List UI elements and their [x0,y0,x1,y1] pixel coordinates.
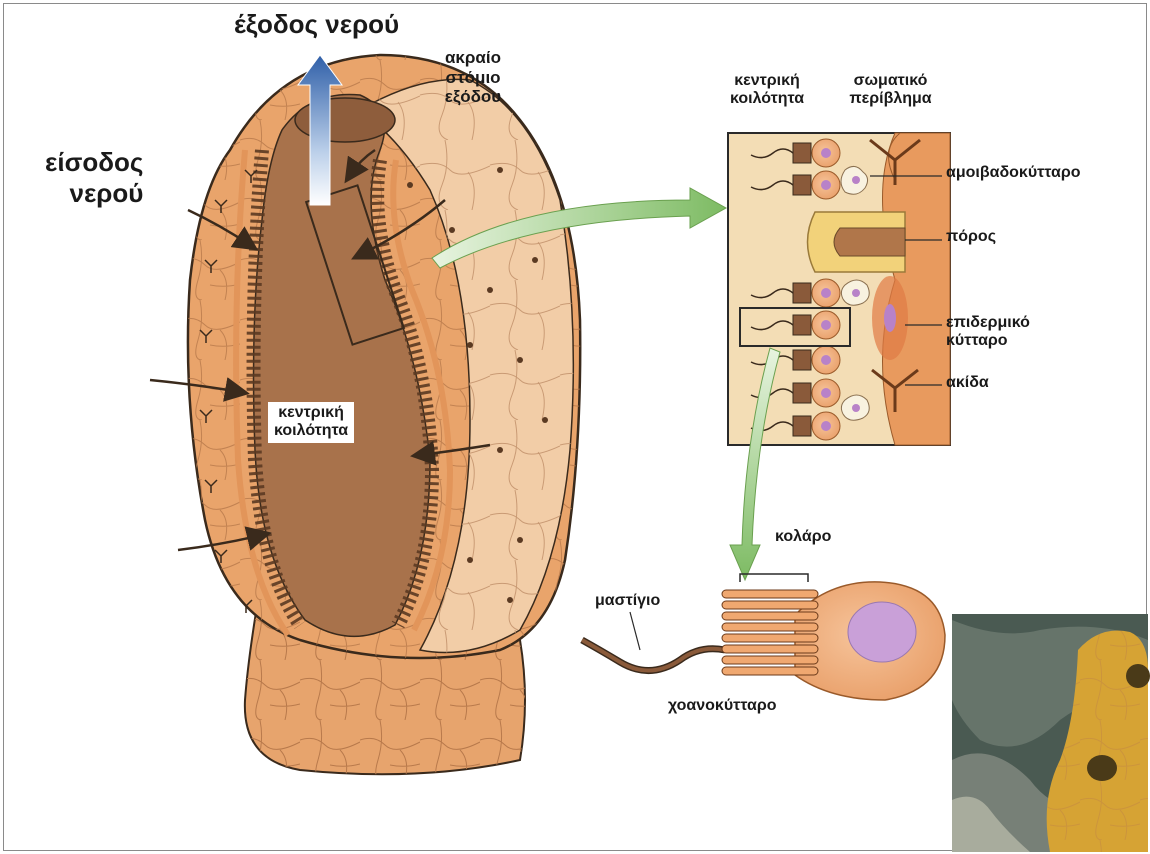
label-water-in: είσοδος νερού [45,147,143,209]
sponge-body [150,55,580,774]
detail-choanocytes [793,139,840,440]
label-collar: κολάρο [775,528,831,546]
label-central-cavity-detail: κεντρική κοιλότητα [712,72,822,109]
label-osculum: ακραίο στόμιο εξόδου [418,48,528,107]
label-spicule: ακίδα [946,374,989,392]
label-amoebocyte: αμοιβαδοκύτταρο [946,164,1081,182]
label-pore: πόρος [946,228,996,246]
sponge-photo-inset [952,614,1150,852]
label-choanocyte: χοανοκύτταρο [668,697,777,715]
label-water-out: έξοδος νερού [234,10,399,40]
label-body-wall: σωματικό περίβλημα [828,72,953,109]
label-flagellum: μαστίγιο [595,592,660,610]
label-central-cavity: κεντρική κοιλότητα [268,402,354,443]
label-epidermal-cell: επιδερμικό κύτταρο [946,314,1030,351]
